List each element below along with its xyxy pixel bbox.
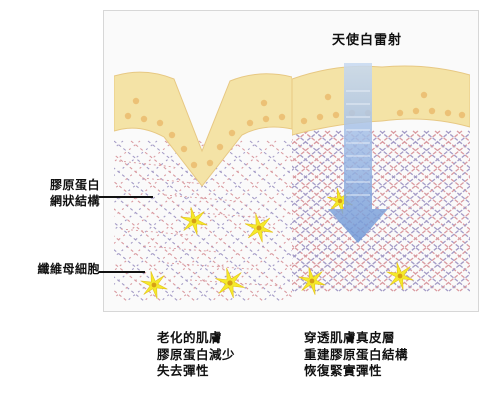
epidermis-cell xyxy=(262,115,270,123)
epidermis-cell xyxy=(324,93,332,101)
laser-arrow-icon xyxy=(328,63,388,243)
fibroblast-nucleus xyxy=(256,225,262,231)
epidermis-cell xyxy=(412,107,420,115)
epidermis-cell xyxy=(300,117,308,125)
aging-skin-illustration xyxy=(114,71,292,302)
epidermis-cell xyxy=(124,112,132,120)
epidermis-cell xyxy=(420,91,428,99)
epidermis-cell xyxy=(216,143,224,151)
treated-skin-panel xyxy=(292,31,470,305)
epidermis-cell xyxy=(228,129,236,137)
epidermis-cell xyxy=(458,111,466,119)
epidermis-cell xyxy=(180,145,188,153)
epidermis-cell xyxy=(260,99,268,107)
epidermis-cell xyxy=(278,113,286,121)
epidermis-cell xyxy=(316,113,324,121)
fibroblast-label: 纖維母細胞 xyxy=(37,262,100,276)
fibroblast-leader-line xyxy=(99,271,145,273)
epidermis-cell xyxy=(428,107,436,115)
fibroblast-nucleus xyxy=(309,278,315,284)
epidermis-cell xyxy=(190,161,198,169)
epidermis-cell xyxy=(332,111,340,119)
epidermis-cell xyxy=(132,97,140,105)
diagram-frame: 天使白雷射 xyxy=(103,10,479,312)
treated-skin-illustration xyxy=(292,63,470,295)
epidermis-cell xyxy=(168,131,176,139)
epidermis-layer xyxy=(114,71,292,187)
collagen-leader-line xyxy=(99,196,153,198)
fibroblast-nucleus xyxy=(337,198,343,204)
epidermis-layer xyxy=(292,65,470,136)
fibroblast-nucleus xyxy=(227,280,233,286)
fibroblast-nucleus xyxy=(151,282,157,288)
epidermis-cell xyxy=(140,115,148,123)
treated-caption: 穿透肌膚真皮層 重建膠原蛋白結構 恢復緊實彈性 xyxy=(304,330,409,378)
fibroblast-nucleus xyxy=(397,273,403,279)
epidermis-cell xyxy=(156,119,164,127)
laser-title: 天使白雷射 xyxy=(332,33,403,48)
epidermis-cell xyxy=(396,109,404,117)
epidermis-cell xyxy=(444,109,452,117)
epidermis-cell xyxy=(246,119,254,127)
epidermis-cell xyxy=(206,159,214,167)
aging-caption: 老化的肌膚 膠原蛋白減少 失去彈性 xyxy=(157,330,236,378)
aging-skin-panel xyxy=(114,31,292,305)
collagen-network-label: 膠原蛋白 網狀結構 xyxy=(49,178,100,208)
fibroblast-nucleus xyxy=(191,218,197,224)
